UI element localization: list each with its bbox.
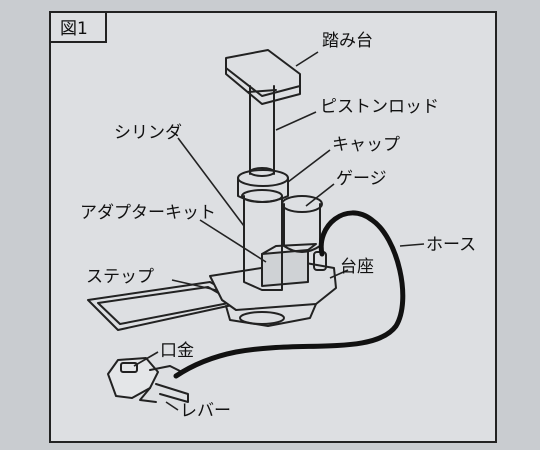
leader-piston-rod bbox=[275, 111, 317, 131]
leader-step bbox=[171, 279, 217, 291]
adapter-kit-top bbox=[261, 243, 317, 255]
cap-top bbox=[237, 169, 289, 187]
pump-illustration bbox=[87, 49, 337, 403]
hose bbox=[173, 210, 406, 379]
cap bbox=[237, 177, 289, 203]
label-step: ステップ bbox=[86, 267, 154, 287]
adapter-kit bbox=[261, 249, 309, 287]
leader-footplate bbox=[295, 51, 319, 67]
leader-lever bbox=[165, 401, 179, 411]
label-gauge: ゲージ bbox=[336, 169, 387, 189]
base-foot bbox=[239, 311, 285, 325]
valve-head-slot bbox=[120, 362, 138, 373]
figure-label: 図1 bbox=[60, 19, 88, 39]
label-piston-rod: ピストンロッド bbox=[320, 97, 439, 117]
label-lever: レバー bbox=[180, 401, 231, 421]
label-adapter-kit: アダプターキット bbox=[80, 203, 216, 223]
leader-base bbox=[329, 269, 349, 279]
valve-head-clip bbox=[149, 365, 183, 373]
lever bbox=[155, 383, 189, 403]
leader-hose bbox=[399, 243, 425, 247]
leader-cylinder bbox=[177, 137, 245, 227]
leader-cap bbox=[287, 149, 331, 183]
leader-gauge bbox=[305, 183, 335, 207]
footplate-edge bbox=[225, 67, 301, 105]
label-base: 台座 bbox=[340, 257, 374, 277]
label-valve-head: 口金 bbox=[160, 341, 194, 361]
label-footplate: 踏み台 bbox=[322, 31, 373, 51]
figure-label-box bbox=[49, 11, 107, 43]
leader-valve-head bbox=[133, 351, 159, 367]
base-lower bbox=[225, 303, 317, 327]
leader-adapter-kit bbox=[199, 219, 267, 263]
label-hose: ホース bbox=[426, 235, 476, 255]
cylinder bbox=[243, 195, 283, 291]
leader-lines bbox=[133, 51, 425, 411]
lever-hinge bbox=[139, 387, 157, 403]
footplate-stem bbox=[247, 89, 277, 93]
gauge-face bbox=[281, 195, 323, 213]
label-cap: キャップ bbox=[332, 135, 400, 155]
piston-rod-ring bbox=[249, 167, 275, 177]
label-cylinder: シリンダ bbox=[114, 123, 182, 143]
